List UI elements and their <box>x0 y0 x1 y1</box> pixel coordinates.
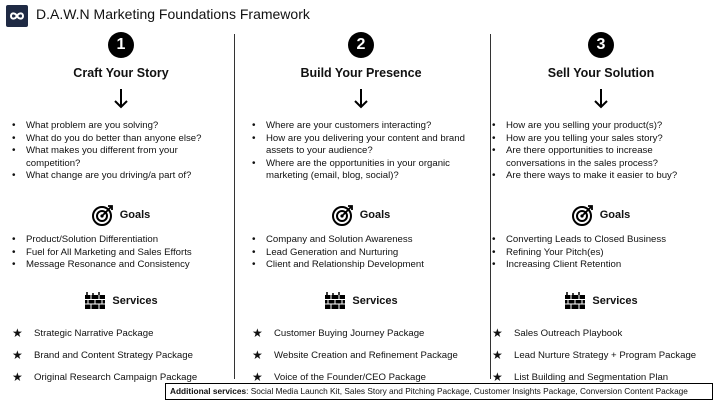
services-heading: Services <box>488 288 714 314</box>
service-item: ★ Voice of the Founder/CEO Package <box>252 366 474 388</box>
star-icon: ★ <box>252 326 263 340</box>
column-title: Build Your Presence <box>300 66 422 80</box>
questions-list: Where are your customers interacting? Ho… <box>248 120 474 202</box>
additional-services-label: Additional services <box>170 386 247 396</box>
brick-wall-icon <box>565 292 586 309</box>
list-item: Increasing Client Retention <box>492 259 714 272</box>
column-craft-your-story: 1 Craft Your Story What problem are you … <box>8 32 234 388</box>
goals-label: Goals <box>599 209 631 221</box>
services-heading: Services <box>8 288 234 314</box>
service-item: ★ List Building and Segmentation Plan <box>492 366 714 388</box>
column-build-your-presence: 2 Build Your Presence Where are your cus… <box>248 32 474 388</box>
list-item: How are you telling your sales story? <box>492 133 714 146</box>
goals-list: Converting Leads to Closed Business Refi… <box>488 234 714 284</box>
star-icon: ★ <box>12 326 23 340</box>
services-label: Services <box>352 295 398 307</box>
service-item: ★ Strategic Narrative Package <box>12 322 234 344</box>
list-item: What change are you driving/a part of? <box>12 170 234 183</box>
goals-list: Company and Solution Awareness Lead Gene… <box>248 234 474 284</box>
services-list: ★ Sales Outreach Playbook ★ Lead Nurture S… <box>488 322 714 388</box>
list-item: Product/Solution Differentiation <box>12 234 234 247</box>
star-icon: ★ <box>492 348 503 362</box>
target-icon <box>571 205 593 226</box>
infinity-icon <box>6 5 28 27</box>
service-label: Brand and Content Strategy Package <box>34 349 193 361</box>
column-divider <box>234 34 235 379</box>
step-number-badge: 1 <box>108 32 134 58</box>
star-icon: ★ <box>252 370 263 384</box>
services-heading: Services <box>248 288 474 314</box>
services-label: Services <box>592 295 638 307</box>
column-title: Craft Your Story <box>73 66 169 80</box>
step-number-badge: 3 <box>588 32 614 58</box>
service-label: Customer Buying Journey Package <box>274 327 425 339</box>
brick-wall-icon <box>85 292 106 309</box>
star-icon: ★ <box>252 348 263 362</box>
target-icon <box>91 205 113 226</box>
service-label: Voice of the Founder/CEO Package <box>274 371 426 383</box>
service-item: ★ Website Creation and Refinement Package <box>252 344 474 366</box>
service-label: Lead Nurture Strategy + Program Package <box>514 349 697 361</box>
brick-wall-icon <box>325 292 346 309</box>
list-item: What problem are you solving? <box>12 120 234 133</box>
goals-label: Goals <box>359 209 391 221</box>
list-item: Where are your customers interacting? <box>252 120 474 133</box>
list-item: Converting Leads to Closed Business <box>492 234 714 247</box>
arrow-down-icon <box>8 87 234 111</box>
column-divider <box>490 34 491 379</box>
column-title: Sell Your Solution <box>547 66 655 80</box>
service-item: ★ Customer Buying Journey Package <box>252 322 474 344</box>
column-sell-your-solution: 3 Sell Your Solution How are you selling… <box>488 32 714 388</box>
service-item: ★ Original Research Campaign Package <box>12 366 234 388</box>
goals-heading: Goals <box>488 202 714 228</box>
questions-list: How are you selling your product(s)? How… <box>488 120 714 202</box>
list-item: How are you delivering your content and … <box>252 133 474 158</box>
list-item: Are there ways to make it easier to buy? <box>492 170 714 183</box>
arrow-down-icon <box>248 87 474 111</box>
questions-list: What problem are you solving? What do yo… <box>8 120 234 202</box>
list-item: Refining Your Pitch(es) <box>492 247 714 260</box>
service-label: Strategic Narrative Package <box>34 327 154 339</box>
service-label: Sales Outreach Playbook <box>514 327 623 339</box>
arrow-down-icon <box>488 87 714 111</box>
services-list: ★ Customer Buying Journey Package ★ Websit… <box>248 322 474 388</box>
service-label: Original Research Campaign Package <box>34 371 198 383</box>
services-label: Services <box>112 295 158 307</box>
list-item: Are there opportunities to increase conv… <box>492 145 714 170</box>
goals-heading: Goals <box>8 202 234 228</box>
service-item: ★ Brand and Content Strategy Package <box>12 344 234 366</box>
star-icon: ★ <box>12 370 23 384</box>
service-item: ★ Lead Nurture Strategy + Program Package <box>492 344 714 366</box>
list-item: Message Resonance and Consistency <box>12 259 234 272</box>
services-list: ★ Strategic Narrative Package ★ Brand and … <box>8 322 234 388</box>
goals-label: Goals <box>119 209 151 221</box>
target-icon <box>331 205 353 226</box>
star-icon: ★ <box>12 348 23 362</box>
goals-list: Product/Solution Differentiation Fuel fo… <box>8 234 234 284</box>
list-item: Company and Solution Awareness <box>252 234 474 247</box>
header: D.A.W.N Marketing Foundations Framework <box>0 0 720 30</box>
service-label: Website Creation and Refinement Package <box>274 349 458 361</box>
list-item: Client and Relationship Development <box>252 259 474 272</box>
star-icon: ★ <box>492 370 503 384</box>
star-icon: ★ <box>492 326 503 340</box>
list-item: Where are the opportunities in your orga… <box>252 158 474 183</box>
list-item: What do you do better than anyone else? <box>12 133 234 146</box>
page-title: D.A.W.N Marketing Foundations Framework <box>36 6 310 22</box>
additional-services-text: : Social Media Launch Kit, Sales Story a… <box>246 386 688 396</box>
list-item: Fuel for All Marketing and Sales Efforts <box>12 247 234 260</box>
service-item: ★ Sales Outreach Playbook <box>492 322 714 344</box>
step-number-badge: 2 <box>348 32 374 58</box>
service-label: List Building and Segmentation Plan <box>514 371 669 383</box>
list-item: Lead Generation and Nurturing <box>252 247 474 260</box>
additional-services-box: Additional services: Social Media Launch… <box>165 383 713 400</box>
list-item: How are you selling your product(s)? <box>492 120 714 133</box>
goals-heading: Goals <box>248 202 474 228</box>
list-item: What makes you different from your compe… <box>12 145 234 170</box>
